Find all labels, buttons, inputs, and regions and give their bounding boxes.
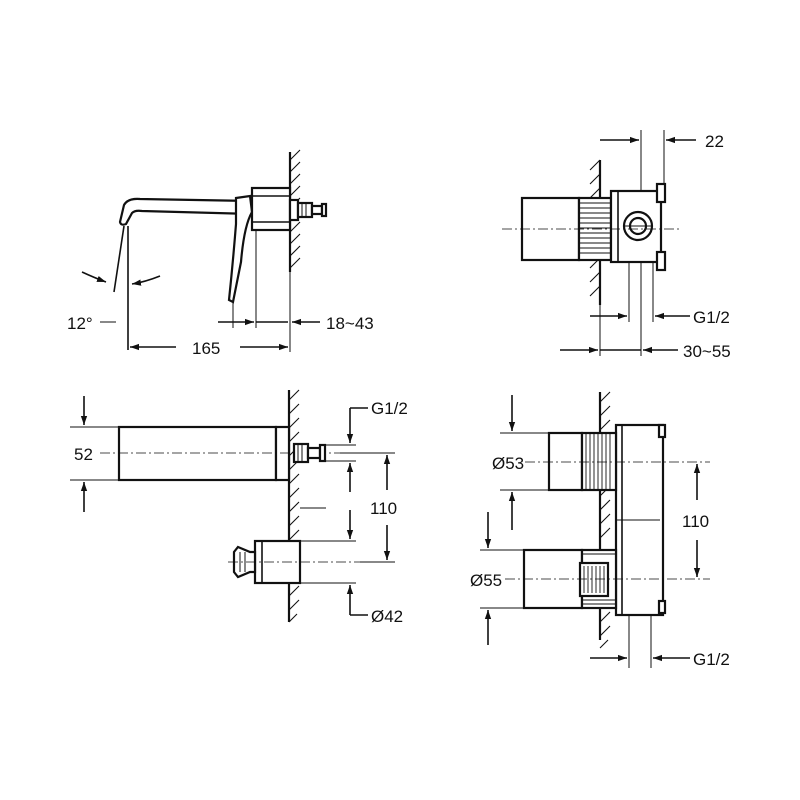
wall-hatch xyxy=(599,391,611,649)
upper-sleeve xyxy=(580,431,618,492)
front-view: 52 G1/2 110 Ø42 xyxy=(70,389,408,626)
upper-sleeve-threads xyxy=(585,433,611,490)
handle-dia-label: Ø42 xyxy=(371,607,403,626)
valve-body xyxy=(250,186,292,232)
installation-depth-label: 30~55 xyxy=(683,342,731,361)
nut xyxy=(296,201,314,219)
centers-label: 110 xyxy=(370,499,397,518)
top-width-label: 22 xyxy=(705,132,724,151)
connector xyxy=(288,198,300,222)
lower-dia-label: Ø55 xyxy=(470,571,502,590)
upper-dia-label: Ø53 xyxy=(492,454,524,473)
angle-arc-right xyxy=(131,275,161,286)
centers-label: 110 xyxy=(682,512,709,531)
angle-label: 12° xyxy=(67,314,93,333)
upper-cover xyxy=(547,431,584,492)
spout xyxy=(118,197,254,226)
spout-height-label: 52 xyxy=(74,445,93,464)
connector xyxy=(292,442,310,464)
sleeve-threads xyxy=(579,202,611,254)
back-view: 22 G1/2 30~55 xyxy=(502,130,731,361)
angle-arc-left xyxy=(81,271,107,283)
thread-label: G1/2 xyxy=(371,399,408,418)
box-view: Ø53 Ø55 110 G1/2 xyxy=(470,391,730,669)
spout-length-label: 165 xyxy=(192,339,220,358)
side-view: 12° 165 18~43 xyxy=(67,149,374,358)
wall-depth-label: 18~43 xyxy=(326,314,374,333)
lower-sleeve-threads xyxy=(582,553,616,605)
wall-hatch xyxy=(288,389,300,623)
thread-label: G1/2 xyxy=(693,650,730,669)
pipe-thread-label: G1/2 xyxy=(693,308,730,327)
spout xyxy=(117,425,278,482)
cartridge xyxy=(578,561,610,598)
cartridge-threads xyxy=(583,566,605,593)
